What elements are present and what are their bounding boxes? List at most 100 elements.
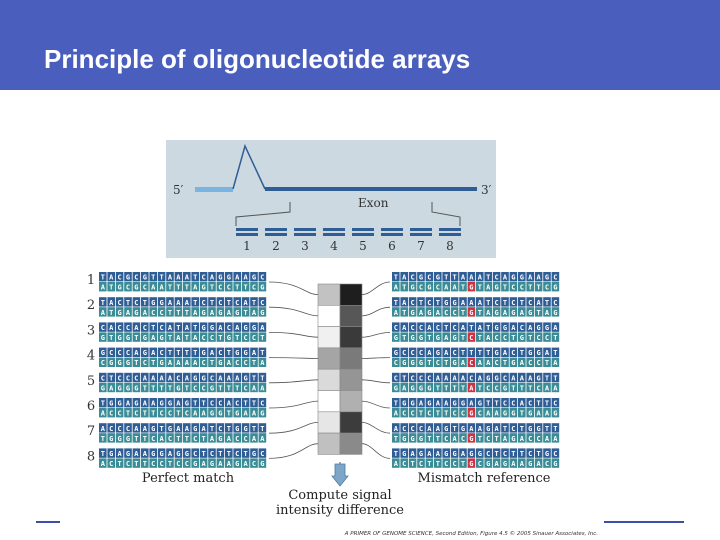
mismatch-bottom-base: C [402, 460, 406, 468]
perfect-bottom-base-cell [149, 332, 157, 342]
perfect-bottom-base-cell [216, 357, 225, 367]
mismatch-top-base-cell [501, 448, 509, 458]
perfect-top-base-cell [141, 347, 149, 357]
perfect-top-base-cell [157, 423, 166, 433]
mismatch-bottom-base-cell [501, 307, 509, 317]
perfect-top-base-cell [157, 322, 166, 332]
perfect-match-connector [268, 443, 319, 459]
mismatch-top-base: G [410, 400, 414, 408]
mismatch-top-base-cell [417, 398, 425, 408]
perfect-top-base-cell [166, 423, 174, 433]
mismatch-bottom-base-cell [442, 332, 450, 342]
perfect-bottom-base-cell [250, 307, 258, 317]
mismatch-bottom-base-cell [400, 408, 408, 418]
perfect-bottom-base: T [159, 384, 163, 392]
perfect-bottom-base-cell [124, 382, 132, 393]
perfect-bottom-base-cell [199, 382, 208, 393]
mismatch-intensity-cell [339, 368, 363, 391]
perfect-top-base: A [227, 400, 232, 408]
mismatch-top-base-cell [492, 398, 501, 408]
mismatch-bottom-base-cell [467, 307, 476, 317]
perfect-bottom-base-cell [149, 307, 157, 317]
perfect-top-base: C [201, 299, 205, 307]
mismatch-top-base: T [486, 274, 490, 282]
perfect-bottom-base: T [134, 359, 138, 367]
mismatch-bottom-base: G [528, 460, 532, 468]
perfect-top-base-cell [241, 398, 250, 408]
mismatch-bottom-base: T [536, 309, 540, 317]
perfect-bottom-base-cell [149, 382, 157, 393]
perfect-bottom-base: A [227, 359, 232, 367]
perfect-match-connector [268, 422, 319, 434]
mismatch-bottom-base-cell [551, 382, 560, 393]
mismatch-top-base: C [410, 299, 414, 307]
perfect-top-base: C [210, 374, 214, 382]
perfect-top-base-cell [250, 272, 258, 282]
mismatch-top-base: G [427, 400, 431, 408]
perfect-bottom-base: G [109, 435, 113, 443]
mismatch-bottom-base-cell [450, 307, 459, 317]
perfect-top-base-cell [99, 398, 107, 408]
mismatch-bottom-base-cell [459, 357, 467, 367]
perfect-top-base: T [176, 324, 180, 332]
perfect-bottom-base: T [109, 309, 113, 317]
perfect-bottom-base-cell [174, 307, 183, 317]
mismatch-bottom-base-cell [434, 307, 442, 317]
perfect-bottom-base-cell [99, 357, 107, 367]
perfect-top-base: C [134, 374, 138, 382]
perfect-top-base: C [134, 274, 138, 282]
perfect-top-base: T [101, 400, 105, 408]
perfect-bottom-base-cell [99, 408, 107, 418]
perfect-top-base-cell [183, 423, 191, 433]
perfect-top-base: A [109, 274, 114, 282]
perfect-top-base: T [101, 450, 105, 458]
mismatch-top-base: C [528, 299, 532, 307]
mismatch-bottom-base: T [402, 334, 406, 342]
perfect-bottom-base-cell [141, 408, 149, 418]
perfect-top-base: T [126, 299, 130, 307]
mismatch-bottom-base-cell [417, 357, 425, 367]
mismatch-bottom-base-cell [434, 332, 442, 342]
perfect-top-base-cell [225, 448, 233, 458]
mismatch-top-base-cell [417, 347, 425, 357]
mismatch-top-base-cell [425, 448, 434, 458]
mismatch-top-base-cell [476, 272, 484, 282]
mismatch-bottom-base-cell [551, 458, 560, 468]
mismatch-top-base: A [469, 299, 474, 307]
perfect-bottom-base-cell [250, 332, 258, 342]
mismatch-top-base: A [427, 450, 432, 458]
mismatch-bottom-base-cell [543, 332, 551, 342]
perfect-top-base-cell [199, 347, 208, 357]
perfect-top-base: T [210, 425, 214, 433]
mismatch-top-base-cell [392, 423, 400, 433]
perfect-bottom-base: T [168, 309, 172, 317]
mismatch-top-base-cell [450, 423, 459, 433]
perfect-top-base: G [193, 374, 197, 382]
perfect-top-base-cell [208, 398, 216, 408]
mismatch-top-base: G [452, 299, 456, 307]
perfect-top-base: C [218, 425, 222, 433]
mismatch-bottom-base: A [486, 334, 491, 342]
mismatch-bottom-base: T [394, 435, 398, 443]
mismatch-bottom-base-cell [400, 282, 408, 292]
mismatch-top-base-cell [501, 297, 509, 307]
perfect-top-base-cell [258, 372, 267, 383]
mismatch-top-base: C [511, 349, 515, 357]
mismatch-bottom-base: C [436, 359, 440, 367]
perfect-top-base-cell [115, 272, 124, 282]
mismatch-top-base-cell [476, 347, 484, 357]
perfect-top-base: A [134, 349, 139, 357]
mismatch-top-base-cell [543, 297, 551, 307]
perfect-bottom-base: C [235, 435, 239, 443]
mismatch-bottom-base-cell [551, 332, 560, 342]
perfect-bottom-base: A [101, 309, 106, 317]
perfect-top-base: C [201, 274, 205, 282]
perfect-bottom-base: G [117, 359, 121, 367]
perfect-top-base: T [227, 425, 231, 433]
mismatch-connector [361, 357, 391, 359]
perfect-top-base-cell [149, 398, 157, 408]
perfect-bottom-base: A [193, 334, 198, 342]
perfect-bottom-base: T [227, 384, 231, 392]
perfect-bottom-base: C [218, 284, 222, 292]
mismatch-bottom-base-cell [442, 408, 450, 418]
